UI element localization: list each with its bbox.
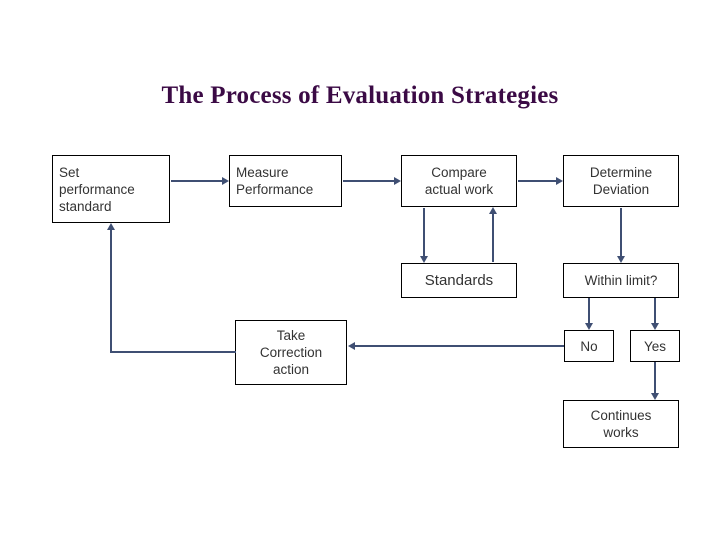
flow-box-label: Measure Performance: [236, 165, 314, 197]
flow-box-yes[interactable]: Yes: [630, 330, 680, 362]
flow-box-no[interactable]: No: [564, 330, 614, 362]
flow-box-label: Determine Deviation: [589, 165, 653, 197]
flow-box-label: No: [580, 338, 598, 354]
arrowhead-standards-to-compare: [489, 207, 497, 214]
connector-withinlimit-to-yes: [654, 298, 656, 324]
connector-compare-to-determine: [518, 180, 556, 182]
connector-measure-to-compare: [343, 180, 394, 182]
flow-box-label: Continues works: [590, 408, 652, 440]
connector-standards-to-compare: [492, 214, 494, 262]
flow-box-label: Standards: [424, 272, 494, 289]
flow-box-take-correction-action[interactable]: Take Correction action: [235, 320, 347, 385]
flow-box-standards[interactable]: Standards: [401, 263, 517, 298]
flow-box-set-performance-standard[interactable]: Set performance standard: [52, 155, 170, 223]
arrowhead-no-to-correction: [348, 342, 355, 350]
flow-box-label: Compare actual work: [424, 165, 494, 197]
arrowhead-measure-to-compare: [394, 177, 401, 185]
connector-correction-to-set-horizontal: [110, 351, 236, 353]
flow-box-within-limit[interactable]: Within limit?: [563, 263, 679, 298]
connector-compare-to-standards: [423, 208, 425, 256]
arrowhead-correction-to-set: [107, 223, 115, 230]
flow-box-compare-actual-work[interactable]: Compare actual work: [401, 155, 517, 207]
connector-set-to-measure: [171, 180, 222, 182]
flow-box-label: Within limit?: [584, 273, 658, 288]
arrowhead-determine-to-withinlimit: [617, 256, 625, 263]
flow-box-label: Yes: [643, 338, 667, 354]
connector-yes-to-continues: [654, 362, 656, 394]
flow-box-label: Set performance standard: [59, 164, 135, 214]
flow-box-measure-performance[interactable]: Measure Performance: [229, 155, 342, 207]
flow-box-determine-deviation[interactable]: Determine Deviation: [563, 155, 679, 207]
arrowhead-compare-to-standards: [420, 256, 428, 263]
connector-correction-to-set-vertical: [110, 229, 112, 353]
arrowhead-withinlimit-to-yes: [651, 323, 659, 330]
arrowhead-compare-to-determine: [556, 177, 563, 185]
connector-no-to-correction: [355, 345, 564, 347]
arrowhead-withinlimit-to-no: [585, 323, 593, 330]
flow-box-label: Take Correction action: [259, 328, 323, 377]
arrowhead-yes-to-continues: [651, 393, 659, 400]
connector-withinlimit-to-no: [588, 298, 590, 324]
flow-box-continues-works[interactable]: Continues works: [563, 400, 679, 448]
page-title: The Process of Evaluation Strategies: [161, 82, 559, 109]
connector-determine-to-withinlimit: [620, 208, 622, 256]
arrowhead-set-to-measure: [222, 177, 229, 185]
